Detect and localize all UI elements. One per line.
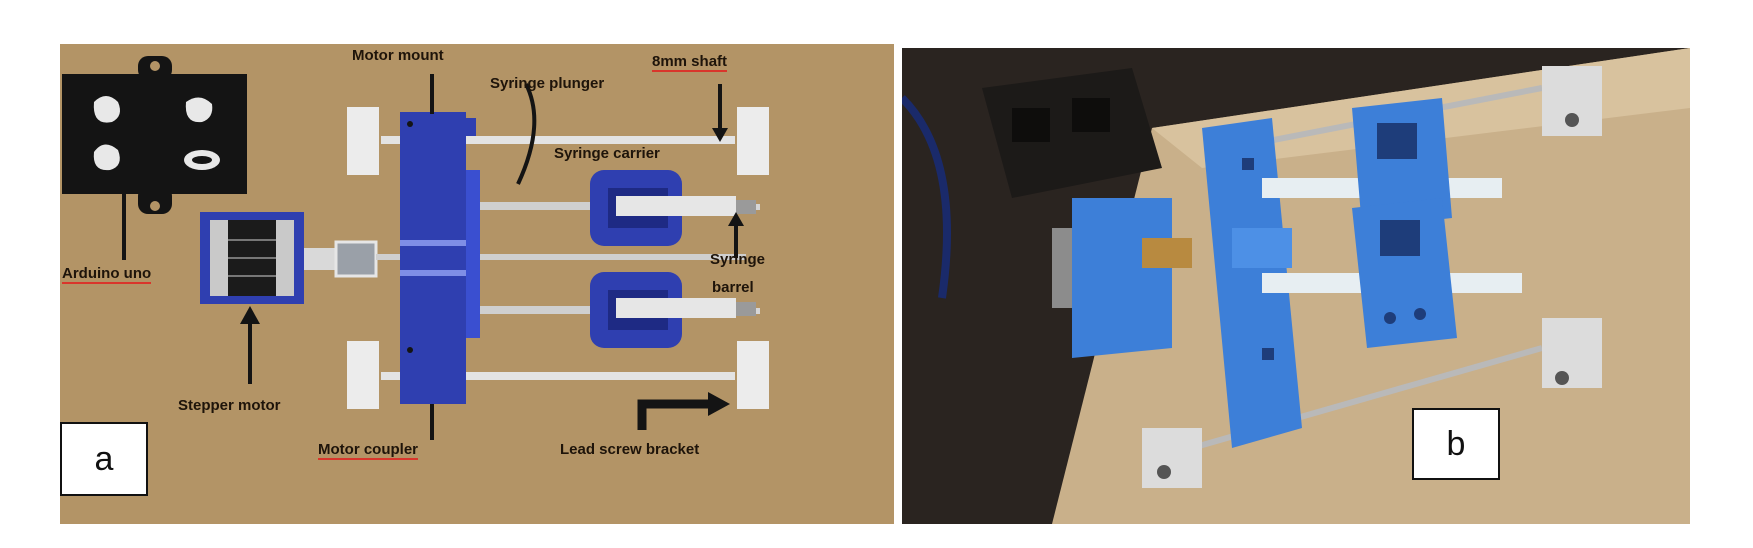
plunger-rod-upper [480,202,590,210]
label-8mm-shaft: 8mm shaft [652,53,728,72]
label-syringe-carrier: Syringe carrier [554,145,660,162]
label-syringe: Syringe [710,251,766,268]
panel-b-letter: b [1412,408,1500,480]
label-syringe-plunger: Syringe plunger [490,75,605,92]
arduino-uno-board [62,56,247,214]
lead-screw [376,254,746,260]
panel-a-letter: a [60,422,148,496]
stepper-motor [200,212,304,304]
panel-b-photo: b [902,48,1690,524]
shaft-end-brackets [345,105,771,411]
photo-rendition [902,48,1690,524]
bracket-arrow [637,399,710,430]
shaft-top [356,136,762,144]
label-stepper-motor: Stepper motor [178,397,281,414]
label-barrel: barrel [712,279,754,296]
syringe-carrier-lower [590,272,756,348]
motor-mount [400,112,480,404]
shaft-bottom [356,372,762,380]
label-motor-mount: Motor mount [352,47,444,64]
label-arduino-uno: Arduino uno [62,265,152,284]
label-motor-coupler: Motor coupler [318,441,418,460]
label-lead-screw-bracket: Lead screw bracket [560,441,700,458]
schematic-drawing [62,56,771,440]
plunger-pointer [516,83,537,185]
motor-shaft [304,248,336,270]
motor-coupler [334,240,378,278]
plunger-rod-lower [480,306,590,314]
panel-a-schematic: Motor mount 8mm shaft Syringe plunger Sy… [60,44,894,524]
syringe-carrier-upper [590,170,756,246]
